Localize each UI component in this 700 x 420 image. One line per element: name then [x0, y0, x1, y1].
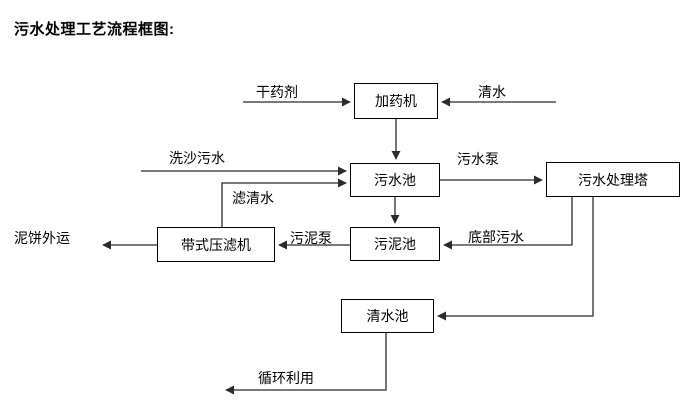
node-label: 加药机 [375, 93, 417, 109]
edge-label-recycle-reuse: 循环利用 [258, 370, 314, 386]
edge-clean-water-pool-to-recycle [225, 333, 387, 395]
node-label: 污水处理塔 [578, 171, 648, 188]
node-label: 污泥池 [374, 236, 416, 252]
io-label-dry-chemical: 干药剂 [256, 84, 298, 100]
node-sludge-pool[interactable]: 污泥池 [350, 227, 440, 261]
io-label-mud-cake-transport: 泥饼外运 [14, 230, 70, 246]
node-treatment-tower[interactable]: 污水处理塔 [546, 162, 680, 197]
node-label: 清水池 [366, 308, 409, 324]
edge-tower-to-clean-water-pool [437, 197, 594, 321]
edge-label-wastewater-pump: 污水泵 [457, 151, 499, 167]
page-title: 污水处理工艺流程框图: [14, 21, 175, 38]
edge-label-sand-wash-wastewater: 洗沙污水 [169, 150, 225, 166]
node-belt-filter-press[interactable]: 带式压滤机 [157, 227, 275, 262]
edge-press-to-wastewater-pool [221, 178, 347, 227]
edge-label-bottom-wastewater: 底部污水 [468, 229, 524, 245]
node-label: 污水池 [374, 172, 416, 188]
node-label: 带式压滤机 [181, 236, 251, 253]
io-label-clean-water-input: 清水 [478, 84, 506, 100]
edge-label-filtered-clear-water: 滤清水 [232, 190, 274, 206]
edge-label-sludge-pump: 污泥泵 [290, 230, 332, 246]
edge-tower-to-sludge-pool [443, 197, 573, 250]
node-dosing-machine[interactable]: 加药机 [354, 83, 438, 119]
node-wastewater-pool[interactable]: 污水池 [350, 163, 440, 197]
node-clean-water-pool[interactable]: 清水池 [341, 299, 434, 333]
